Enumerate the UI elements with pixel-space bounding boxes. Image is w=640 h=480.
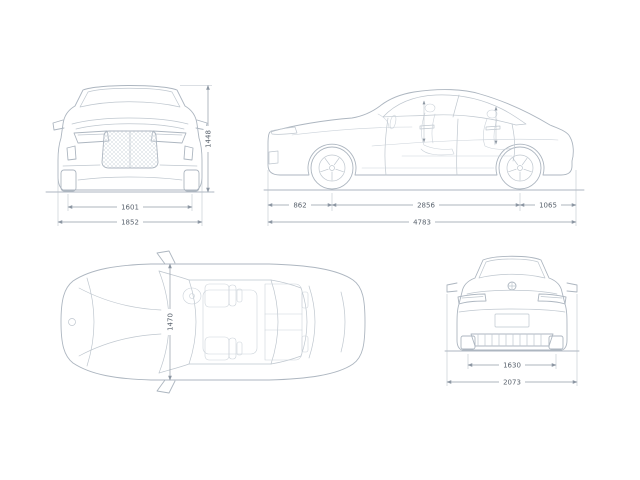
- top-view: [60, 250, 366, 394]
- top-body-outline: [60, 263, 366, 381]
- rear-wheel-left: [460, 335, 476, 350]
- trunk-edge: [466, 289, 558, 295]
- diffuser: [470, 333, 554, 347]
- dim-length-label: 4783: [413, 219, 431, 227]
- dim-wheelbase-label: 2856: [417, 202, 435, 210]
- dim-rear-overhang-label: 1065: [539, 202, 557, 210]
- dashboard: [377, 113, 390, 129]
- rear-window: [478, 258, 546, 279]
- rear-bench: [264, 283, 303, 361]
- side-front-wheel: [310, 146, 354, 190]
- top-rear-window-rear: [300, 287, 308, 357]
- dim-front-track: 1601: [67, 194, 193, 212]
- dim-front-overhang-label: 862: [293, 202, 306, 210]
- side-glasshouse: [382, 94, 527, 126]
- top-mirror-left: [156, 250, 176, 265]
- trunk-cut: [308, 285, 316, 359]
- side-view: [263, 89, 585, 191]
- front-splitter: [77, 176, 183, 181]
- door-handle-front: [419, 124, 435, 130]
- dim-front-width-label: 1852: [121, 219, 139, 227]
- rear-mirror-left: [446, 282, 458, 293]
- dim-front-track-label: 1601: [121, 204, 139, 212]
- dim-side-length: 4783: [267, 217, 577, 227]
- side-front-intake: [268, 150, 279, 165]
- front-seat: [420, 112, 455, 156]
- rear-seat: [482, 118, 514, 150]
- taillight-left: [457, 293, 487, 305]
- passenger-seat: [204, 336, 230, 361]
- dim-rear-width-label: 2073: [503, 379, 521, 387]
- steering-wheel-top: [182, 287, 202, 305]
- dim-rear-track: 1630: [467, 354, 557, 370]
- rear-wheel-right: [548, 335, 564, 350]
- hood-badge: [68, 318, 76, 326]
- dim-front-height: 1448: [180, 84, 213, 193]
- side-rear-wheel: [498, 146, 542, 190]
- dim-front-height-label: 1448: [205, 130, 213, 148]
- front-wheel-left: [60, 169, 77, 192]
- door-cut-front: [384, 117, 389, 176]
- front-view: [45, 85, 215, 193]
- front-headrest: [424, 103, 436, 113]
- intake-left: [66, 145, 77, 161]
- rear-bumper-line: [458, 308, 566, 313]
- spoiler-edge: [340, 291, 346, 353]
- door-handle-rear: [485, 125, 501, 131]
- steering-wheel-side: [389, 114, 397, 130]
- sunroof: [202, 289, 258, 355]
- hood-crease: [71, 117, 189, 125]
- hood-cut: [86, 277, 95, 367]
- front-windshield: [79, 87, 181, 108]
- door-cut-mid: [456, 118, 459, 176]
- dim-top-cabin-width: 1470: [165, 263, 175, 381]
- dim-rear-track-label: 1630: [503, 362, 521, 370]
- taillight-right: [537, 293, 567, 305]
- rear-headrest: [486, 109, 498, 119]
- side-headlight: [270, 126, 298, 135]
- rear-mirror-right: [566, 282, 578, 293]
- dim-rear-width: 2073: [446, 294, 578, 387]
- front-wheel-right: [183, 169, 200, 192]
- roof-side-rails: [188, 279, 272, 365]
- driver-seat: [204, 283, 230, 308]
- dim-cabin-width-label: 1470: [167, 313, 175, 331]
- bumper-line: [62, 164, 198, 167]
- side-body-outline: [267, 89, 574, 176]
- top-mirror-right: [156, 379, 176, 394]
- top-windshield-top: [188, 279, 197, 365]
- b-pillar: [452, 94, 460, 118]
- mirror-left: [52, 119, 65, 131]
- intake-right: [183, 145, 194, 161]
- dim-side-chain: 862 2856 1065: [267, 170, 577, 226]
- hood-crease-2: [75, 123, 185, 130]
- diffuser-hatch: [477, 333, 542, 347]
- door-cut-rear: [511, 123, 516, 162]
- license-plate: [494, 313, 530, 328]
- rear-view: [444, 255, 580, 352]
- front-body-outline: [57, 85, 203, 191]
- dim-front-width: 1852: [57, 170, 203, 227]
- top-rear-window-front: [270, 279, 279, 365]
